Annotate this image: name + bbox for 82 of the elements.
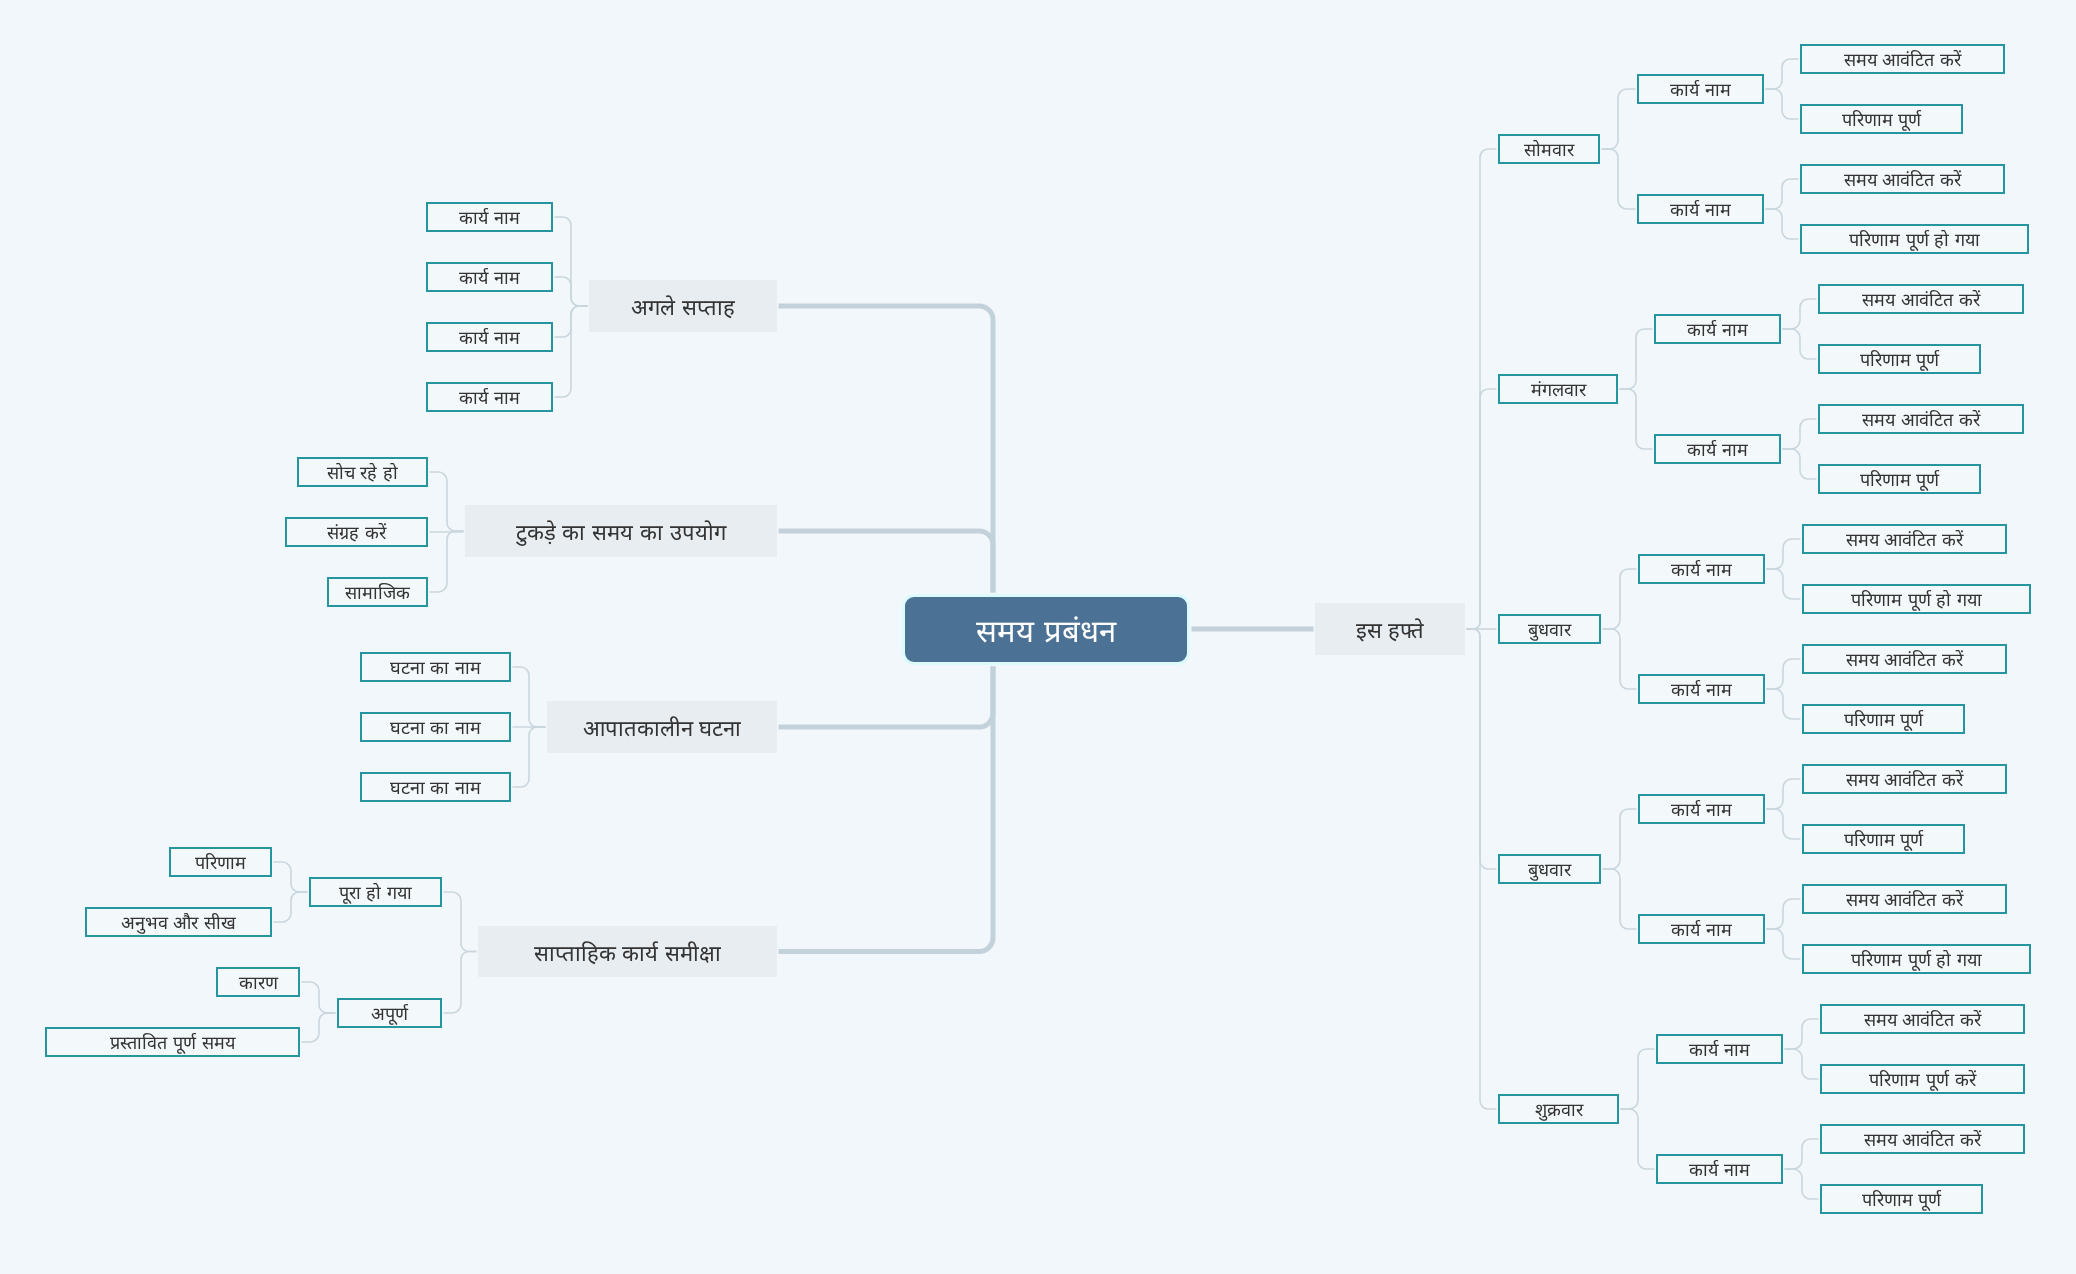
subtopic-box: परिणाम पूर्ण xyxy=(1818,464,1981,494)
connector-line xyxy=(1619,1108,1656,1170)
connector-line xyxy=(1191,626,1314,632)
connector-line xyxy=(1781,448,1818,480)
connector-line xyxy=(778,528,996,593)
subtopic-box: परिणाम xyxy=(169,847,272,877)
subtopic-box: समय आवंटित करें xyxy=(1800,164,2005,194)
subtopic-box: समय आवंटित करें xyxy=(1820,1004,2025,1034)
subtopic-box: परिणाम पूर्ण हो गया xyxy=(1800,224,2029,254)
central-topic-box: समय प्रबंधन xyxy=(902,594,1190,665)
subtopic-box: कार्य नाम xyxy=(1656,1034,1783,1064)
topic-box: अगले सप्ताह xyxy=(589,280,777,332)
connector-line xyxy=(1618,388,1654,450)
subtopic-box: कार्य नाम xyxy=(426,262,553,292)
subtopic-box: घटना का नाम xyxy=(360,772,511,802)
topic-box: इस हफ्ते xyxy=(1315,603,1465,655)
connector-line xyxy=(1765,568,1802,600)
subtopic-box: सामाजिक xyxy=(327,577,428,607)
connector-line xyxy=(1783,1048,1820,1080)
connector-line xyxy=(778,666,996,954)
subtopic-box: प्रस्तावित पूर्ण समय xyxy=(45,1027,300,1057)
subtopic-box: पूरा हो गया xyxy=(309,877,442,907)
subtopic-box: कार्य नाम xyxy=(426,322,553,352)
subtopic-box: कार्य नाम xyxy=(1638,794,1765,824)
connector-line xyxy=(300,1012,337,1043)
connector-line xyxy=(1781,328,1818,360)
subtopic-box: कार्य नाम xyxy=(1654,314,1781,344)
subtopic-box: परिणाम पूर्ण हो गया xyxy=(1802,944,2031,974)
topic-box: टुकड़े का समय का उपयोग xyxy=(465,505,777,557)
subtopic-box: समय आवंटित करें xyxy=(1800,44,2005,74)
subtopic-box: घटना का नाम xyxy=(360,652,511,682)
connector-line xyxy=(1765,928,1802,960)
subtopic-box: परिणाम पूर्ण करें xyxy=(1820,1064,2025,1094)
subtopic-box: समय आवंटित करें xyxy=(1818,284,2024,314)
connector-line xyxy=(1764,208,1800,240)
connector-line xyxy=(1765,688,1802,720)
subtopic-box: कार्य नाम xyxy=(1656,1154,1783,1184)
subtopic-box: कार्य नाम xyxy=(1654,434,1781,464)
subtopic-box: परिणाम पूर्ण xyxy=(1820,1184,1983,1214)
subtopic-box: समय आवंटित करें xyxy=(1802,644,2007,674)
topic-box: आपातकालीन घटना xyxy=(547,701,777,753)
subtopic-box: परिणाम पूर्ण xyxy=(1818,344,1981,374)
subtopic-box: अपूर्ण xyxy=(337,998,442,1028)
connector-line xyxy=(1601,868,1638,930)
subtopic-box: कार्य नाम xyxy=(426,202,553,232)
subtopic-box: समय आवंटित करें xyxy=(1818,404,2024,434)
connector-line xyxy=(511,726,547,788)
subtopic-box: संग्रह करें xyxy=(285,517,428,547)
connector-line xyxy=(553,305,589,398)
subtopic-box: परिणाम पूर्ण xyxy=(1802,824,1965,854)
connector-line xyxy=(1783,1168,1820,1200)
subtopic-box: बुधवार xyxy=(1498,854,1601,884)
subtopic-box: परिणाम पूर्ण हो गया xyxy=(1802,584,2031,614)
subtopic-box: कार्य नाम xyxy=(1638,674,1765,704)
subtopic-box: समय आवंटित करें xyxy=(1802,764,2007,794)
connector-line xyxy=(1601,628,1638,690)
subtopic-box: कारण xyxy=(216,967,300,997)
subtopic-box: कार्य नाम xyxy=(1638,554,1765,584)
subtopic-box: कार्य नाम xyxy=(1637,74,1764,104)
subtopic-box: कार्य नाम xyxy=(1638,914,1765,944)
subtopic-box: सोमवार xyxy=(1498,134,1600,164)
connector-line xyxy=(272,891,309,923)
subtopic-box: शुक्रवार xyxy=(1498,1094,1619,1124)
connector-line xyxy=(1765,808,1802,840)
topic-box: साप्ताहिक कार्य समीक्षा xyxy=(478,926,777,977)
connector-line xyxy=(428,530,465,593)
subtopic-box: अनुभव और सीख xyxy=(85,907,272,937)
subtopic-box: समय आवंटित करें xyxy=(1802,524,2007,554)
subtopic-box: बुधवार xyxy=(1498,614,1601,644)
subtopic-box: परिणाम पूर्ण xyxy=(1800,104,1963,134)
connector-line xyxy=(1600,148,1637,210)
subtopic-box: घटना का नाम xyxy=(360,712,511,742)
connector-line xyxy=(1764,88,1800,120)
subtopic-box: समय आवंटित करें xyxy=(1820,1124,2025,1154)
subtopic-box: सोच रहे हो xyxy=(297,457,428,487)
connector-line xyxy=(428,531,465,533)
subtopic-box: मंगलवार xyxy=(1498,374,1618,404)
subtopic-box: कार्य नाम xyxy=(426,382,553,412)
connector-line xyxy=(442,950,478,1014)
subtopic-box: परिणाम पूर्ण xyxy=(1802,704,1965,734)
subtopic-box: समय आवंटित करें xyxy=(1802,884,2007,914)
subtopic-box: कार्य नाम xyxy=(1637,194,1764,224)
